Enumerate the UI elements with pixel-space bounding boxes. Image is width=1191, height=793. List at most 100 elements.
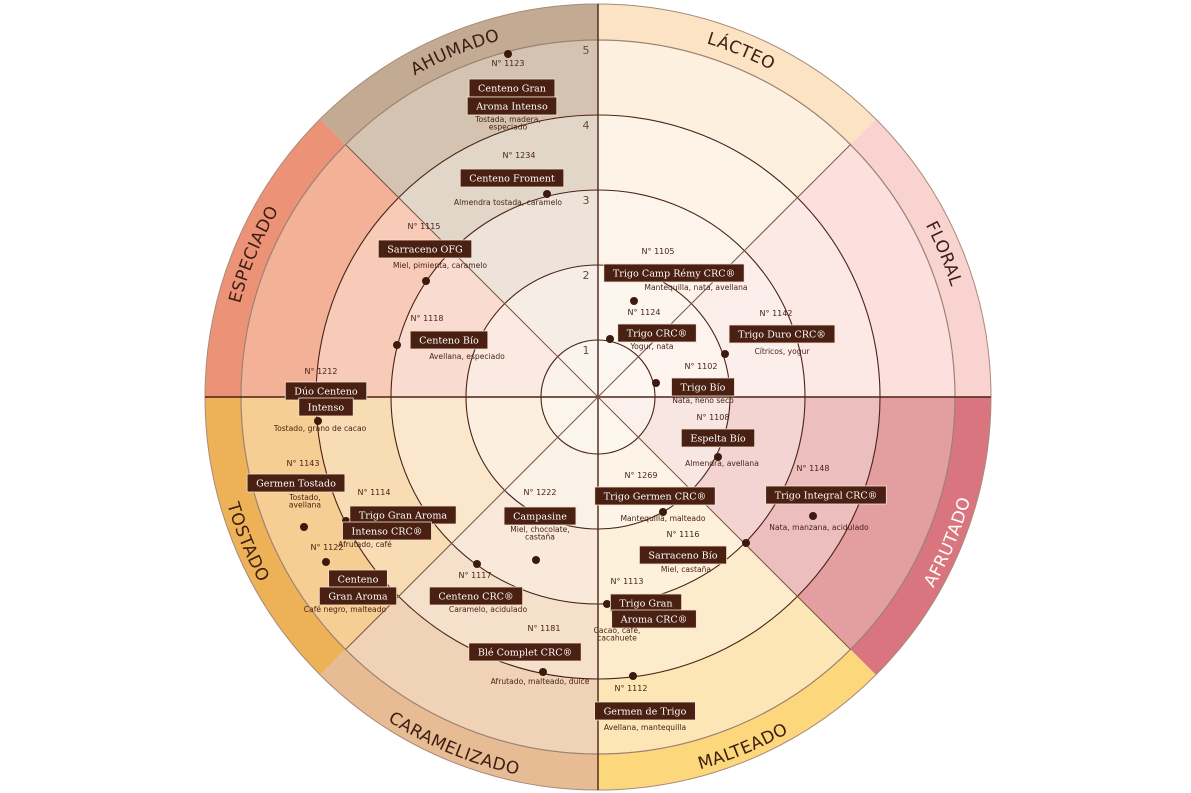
wheel-grid bbox=[204, 3, 992, 791]
item-notes: Tostado, bbox=[288, 493, 320, 502]
intensity-dot bbox=[393, 341, 401, 349]
item-notes: Almendra, avellana bbox=[685, 459, 759, 468]
item-number: N° 1116 bbox=[667, 530, 700, 539]
sector-afrutado-ring-1 bbox=[797, 397, 955, 650]
item-name: Germen de Trigo bbox=[604, 707, 687, 718]
item-name: Aroma CRC® bbox=[620, 615, 688, 626]
item-notes: Tostada, madera, bbox=[474, 115, 541, 124]
sector-malteado-ring-4 bbox=[598, 437, 692, 529]
item-name: Gran Aroma bbox=[328, 592, 388, 603]
sector-tostado-ring-5 bbox=[541, 397, 598, 438]
item-number: N° 1148 bbox=[797, 464, 830, 473]
item-name-box bbox=[298, 397, 354, 417]
sector-floral-ring-4 bbox=[638, 303, 730, 397]
item-number: N° 1108 bbox=[697, 413, 730, 422]
item-number: N° 1143 bbox=[287, 459, 320, 468]
item-notes: castaña bbox=[525, 533, 555, 542]
sector-floral-ring-3 bbox=[691, 250, 805, 397]
item-name: Trigo Gran bbox=[619, 599, 672, 610]
item-name: Germen Tostado bbox=[256, 479, 336, 490]
item-name: Centeno CRC® bbox=[438, 592, 513, 603]
item-name-box bbox=[728, 324, 836, 344]
sector-floral-ring-1 bbox=[797, 144, 955, 397]
intensity-dot bbox=[539, 668, 547, 676]
sector-malteado-ring-2 bbox=[598, 543, 798, 679]
intensity-dot bbox=[300, 523, 308, 531]
item-number: N° 1112 bbox=[615, 684, 648, 693]
scale-tick: 4 bbox=[583, 119, 590, 132]
sector-tostado-ring-3 bbox=[391, 397, 505, 544]
item-name: Aroma Intenso bbox=[475, 102, 548, 113]
sector-especiado-ring-0 bbox=[205, 119, 346, 398]
item-name-box bbox=[639, 545, 727, 565]
scale-tick: 5 bbox=[583, 44, 590, 57]
item-name: Centeno bbox=[338, 575, 379, 586]
intensity-dot bbox=[322, 558, 330, 566]
item-number: N° 1105 bbox=[642, 247, 675, 256]
sector-tostado-ring-2 bbox=[316, 397, 452, 597]
intensity-dot bbox=[659, 508, 667, 516]
sector-caramelizado-ring-1 bbox=[345, 596, 598, 754]
item-notes: Avellana, mantequilla bbox=[604, 723, 686, 732]
item-name: Trigo Duro CRC® bbox=[738, 330, 826, 341]
item-name: Trigo Bío bbox=[681, 383, 726, 394]
sector-especiado-ring-1 bbox=[241, 144, 399, 397]
item-number: N° 1113 bbox=[611, 577, 644, 586]
item-name-box bbox=[603, 263, 745, 283]
intensity-dot bbox=[809, 512, 817, 520]
item-number: N° 1114 bbox=[358, 488, 391, 497]
item-name: Blé Complet CRC® bbox=[478, 648, 572, 659]
item-name-box bbox=[342, 521, 432, 541]
intensity-dot bbox=[742, 539, 750, 547]
intensity-dot bbox=[532, 556, 540, 564]
item-name-box bbox=[318, 586, 398, 606]
sector-especiado-ring-4 bbox=[466, 303, 558, 397]
item-name-box bbox=[611, 609, 697, 629]
item-notes: Miel, pimienta, caramelo bbox=[393, 261, 487, 270]
item-number: N° 1115 bbox=[408, 222, 441, 231]
item-name-box bbox=[409, 330, 489, 350]
item-notes: Almendra tostada, caramelo bbox=[454, 198, 562, 207]
sector-especiado-ring-5 bbox=[541, 356, 598, 397]
item-name: Sarraceno OFG bbox=[387, 245, 462, 256]
item-number: N° 1124 bbox=[628, 308, 661, 317]
sector-ahumado-ring-3 bbox=[451, 190, 598, 304]
item-notes: avellana bbox=[289, 501, 321, 510]
item-name: Sarraceno Bío bbox=[648, 551, 717, 562]
intensity-dot bbox=[473, 560, 481, 568]
sector-ahumado-ring-5 bbox=[557, 340, 598, 397]
item-number: N° 1123 bbox=[492, 59, 525, 68]
item-notes: Tostado, grano de cacao bbox=[273, 424, 367, 433]
item-notes: Miel, chocolate, bbox=[510, 525, 570, 534]
item-number: N° 1102 bbox=[685, 362, 718, 371]
item-name-box bbox=[594, 701, 696, 721]
item-name-box bbox=[428, 586, 524, 606]
item-number: N° 1222 bbox=[524, 488, 557, 497]
item-name: Trigo Germen CRC® bbox=[604, 492, 706, 503]
item-notes: Mantequilla, malteado bbox=[620, 514, 705, 523]
item-number: N° 1269 bbox=[625, 471, 658, 480]
intensity-dot bbox=[721, 350, 729, 358]
